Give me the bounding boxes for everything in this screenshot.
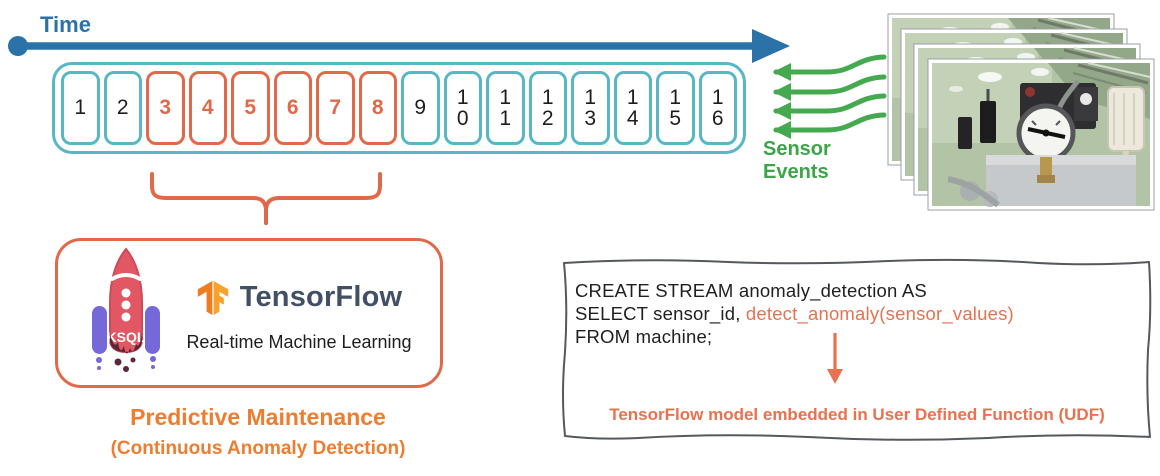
timeline-box-label: 1	[74, 96, 87, 120]
timeline-box-15: 15	[656, 71, 695, 145]
tensorflow-icon	[197, 280, 228, 315]
sensor-events-label: Sensor Events	[763, 138, 831, 183]
sketchy-border	[562, 258, 1152, 441]
udf-call-highlight: detect_anomaly(sensor_values)	[745, 303, 1014, 324]
realtime-ml-box: KSQL TensorFlow Real-time Machine Learni…	[55, 238, 443, 388]
timeline-box-label: 10	[456, 85, 469, 130]
sensor-event-arrows	[773, 54, 887, 139]
timeline-box-5: 5	[231, 71, 270, 145]
timeline-box-11: 11	[486, 71, 525, 145]
timeline-box-label: 8	[371, 96, 384, 120]
curly-brace	[150, 172, 382, 225]
timeline-box-label: 4	[201, 96, 214, 120]
ksql-rocket-icon: KSQL	[92, 247, 160, 372]
timeline-box-label: 16	[711, 85, 724, 130]
timeline-box-10: 10	[443, 71, 482, 145]
time-label: Time	[40, 12, 91, 37]
code-down-arrow	[827, 333, 843, 384]
timeline-box-label: 2	[116, 96, 129, 120]
tensorflow-wordmark: TensorFlow	[239, 281, 403, 313]
timeline-box-6: 6	[273, 71, 312, 145]
timeline-box-13: 13	[571, 71, 610, 145]
timeline-box-label: 5	[244, 96, 257, 120]
timeline-box-label: 12	[541, 85, 554, 130]
timeline-box-label: 13	[584, 85, 597, 130]
timeline-box-3: 3	[146, 71, 185, 145]
ksql-label: KSQL	[107, 329, 146, 345]
timeline-box-label: 9	[414, 96, 427, 120]
udf-caption: TensorFlow model embedded in User Define…	[609, 405, 1105, 424]
timeline-box-16: 16	[698, 71, 737, 145]
timeline-box-label: 11	[499, 85, 512, 130]
timeline-box-1: 1	[61, 71, 100, 145]
timeline-box-label: 15	[669, 85, 682, 130]
timeline-box-4: 4	[188, 71, 227, 145]
timeline-box-label: 3	[159, 96, 172, 120]
time-arrow	[8, 29, 790, 63]
continuous-anomaly-subtitle: (Continuous Anomaly Detection)	[110, 438, 406, 459]
sql-line-2: SELECT sensor_id, detect_anomaly(sensor_…	[575, 303, 1014, 324]
timeline-box-14: 14	[613, 71, 652, 145]
timeline-box-9: 9	[401, 71, 440, 145]
sql-line-3: FROM machine;	[575, 326, 713, 347]
timeline-box-12: 12	[528, 71, 567, 145]
timeline-box-7: 7	[316, 71, 355, 145]
machine-photo-frame-front	[928, 59, 1154, 210]
ksql-code-box: CREATE STREAM anomaly_detection AS SELEC…	[558, 255, 1156, 445]
machine-photo-stack	[885, 10, 1157, 214]
timeline-box-2: 2	[103, 71, 142, 145]
timeline-box-label: 6	[286, 96, 299, 120]
realtime-ml-caption: Real-time Machine Learning	[186, 331, 412, 352]
sql-line-1: CREATE STREAM anomaly_detection AS	[575, 280, 927, 301]
timeline-box-8: 8	[358, 71, 397, 145]
predictive-maintenance-block: Predictive Maintenance (Continuous Anoma…	[48, 404, 468, 460]
timeline-box-label: 7	[329, 96, 342, 120]
sql-code: CREATE STREAM anomaly_detection AS SELEC…	[575, 279, 1014, 348]
timeline-box-label: 14	[626, 85, 639, 130]
predictive-maintenance-title: Predictive Maintenance	[130, 404, 386, 430]
